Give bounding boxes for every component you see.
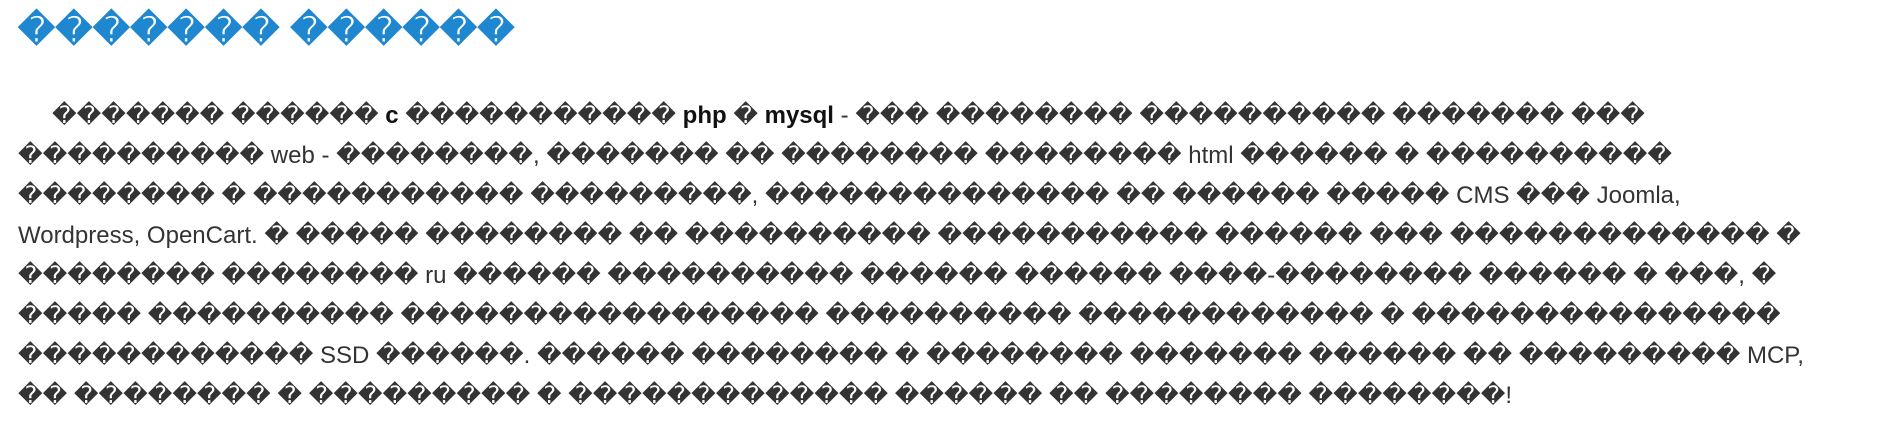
- paragraph-text-segment: ������� ������: [52, 102, 386, 129]
- paragraph-text-segment: �����������: [398, 102, 683, 129]
- paragraph-line-2: ���������� web - ��������, ������� �� ��…: [18, 142, 1672, 169]
- paragraph-line-6: ����� ���������� ����������������� �����…: [18, 302, 1781, 329]
- paragraph-text-segment: �: [726, 102, 765, 129]
- mysql-label: mysql: [764, 102, 834, 129]
- php-label: php: [682, 102, 727, 129]
- description-paragraph: ������� ������ c ����������� php � mysql…: [18, 96, 1882, 416]
- paragraph-line-4: Wordpress, OpenCart. � ����� �������� ��…: [18, 222, 1801, 249]
- paragraph-line-1: ������� ������ c ����������� php � mysql…: [18, 96, 1882, 136]
- paragraph-line-8: �� �������� � ��������� � ������������� …: [18, 382, 1513, 409]
- paragraph-line-5: �������� �������� ru ������ ���������� �…: [18, 262, 1777, 289]
- paragraph-line-3: �������� � ����������� ���������, ������…: [18, 182, 1681, 209]
- page-title: ������� ������: [18, 9, 515, 50]
- paragraph-line-7: ������������ SSD ������. ������ ��������…: [18, 342, 1804, 369]
- bold-segment: c: [385, 102, 399, 129]
- paragraph-text-segment: - ��� �������� ���������� ������� ���: [833, 102, 1645, 129]
